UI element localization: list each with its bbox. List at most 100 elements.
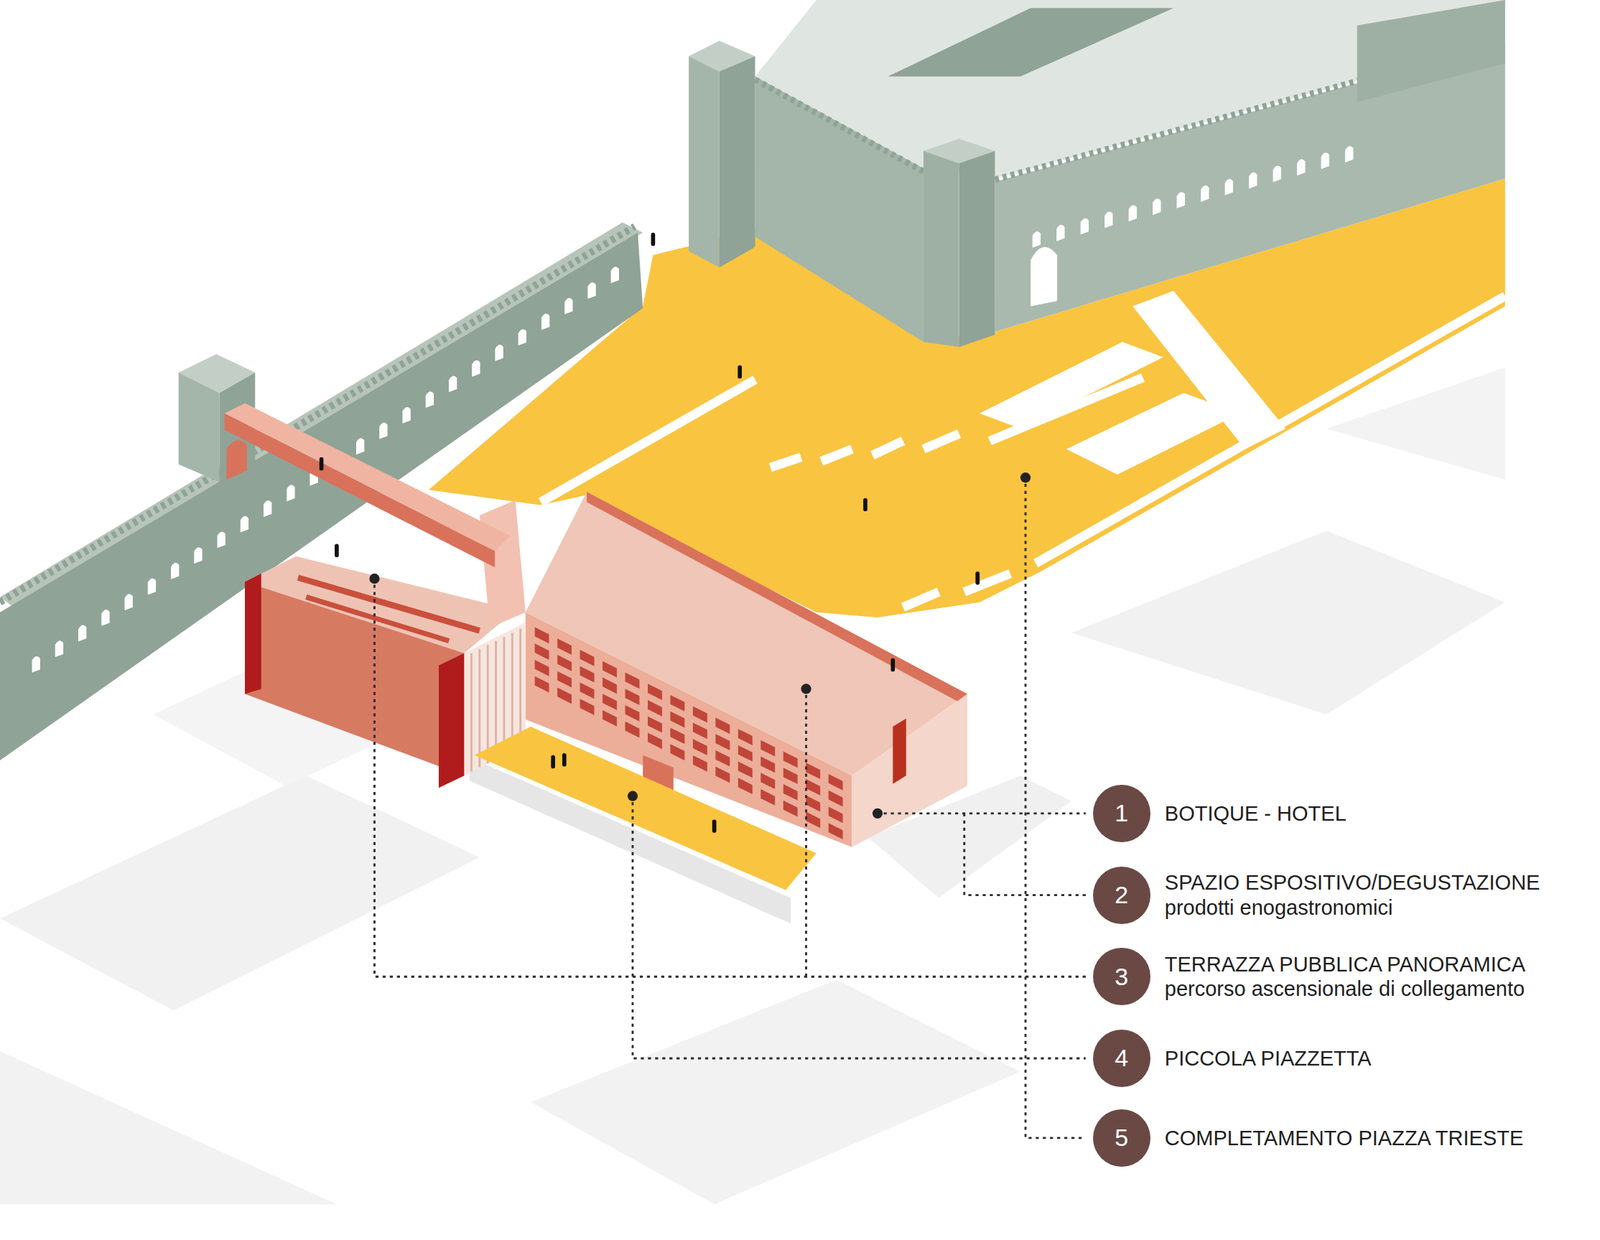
- facade-windows-part: [647, 732, 663, 750]
- city-walls-part: [994, 43, 1505, 332]
- city-blocks-part: [530, 980, 1021, 1206]
- facade-windows-part: [783, 751, 798, 769]
- callout-subtitle: percorso ascensionale di collegamento: [1164, 976, 1526, 1002]
- facade-windows-part: [625, 672, 640, 689]
- wall-arches-part: [263, 500, 272, 518]
- facade-windows-part: [535, 676, 550, 693]
- callout-number: 5: [1092, 1109, 1151, 1167]
- people-figures: [319, 232, 980, 834]
- wall-arches-part: [170, 563, 179, 580]
- callout-item: 3 TERRAZZA PUBBLICA PANORAMICApercorso as…: [1092, 947, 1526, 1006]
- leader-lines-part: [1025, 484, 1086, 1139]
- callout-number: 3: [1092, 947, 1151, 1006]
- facade-windows-part: [557, 638, 572, 655]
- wall-arches-part: [147, 578, 156, 596]
- callout-text-column: TERRAZZA PUBBLICA PANORAMICApercorso asc…: [1164, 952, 1526, 1002]
- facade-windows-part: [625, 721, 640, 739]
- wall-arches-part: [216, 531, 225, 548]
- facade-windows-part: [602, 661, 617, 678]
- facade-windows-part: [670, 727, 685, 744]
- hotel-building-part: [892, 718, 906, 785]
- callout-number: 4: [1092, 1029, 1151, 1088]
- wall-arches-part: [1152, 198, 1161, 216]
- piazza-trieste-part: [964, 573, 1011, 593]
- facade-windows-part: [715, 733, 730, 751]
- people-figures-part: [562, 753, 567, 767]
- facade-windows-part: [738, 761, 753, 779]
- facade-windows-part: [602, 677, 617, 694]
- facade-strips-part: [470, 653, 473, 772]
- piazza-trieste-part: [903, 591, 940, 607]
- city-walls-part: [887, 7, 1174, 77]
- wall-arches-part: [448, 375, 457, 393]
- callout-number: 1: [1092, 784, 1151, 843]
- hotel-building-part: [851, 694, 968, 848]
- callout-subtitle: prodotti enogastronomici: [1164, 895, 1541, 920]
- leader-dots-part: [369, 573, 380, 584]
- wall-arches-part: [356, 438, 365, 455]
- facade-windows-part: [783, 767, 798, 785]
- facade-windows-part: [535, 627, 550, 645]
- facade-windows-part: [760, 772, 775, 790]
- wall-arches-part: [611, 267, 620, 284]
- leader-lines: [374, 484, 1086, 1139]
- wall-arches-part: [1225, 178, 1234, 196]
- leader-lines-part: [374, 584, 1086, 977]
- callout-heading: PICCOLA PIAZZETTA: [1164, 1046, 1372, 1071]
- city-walls-part: [754, 79, 923, 172]
- hotel-building-part: [224, 413, 496, 569]
- piazza-trieste-part: [872, 440, 904, 456]
- callout-text-column: BOTIQUE - HOTEL: [1164, 801, 1347, 826]
- piazza-trieste-part: [1132, 290, 1286, 449]
- facade-windows-part: [692, 755, 708, 772]
- city-walls-part: [226, 440, 247, 480]
- facade-windows-part: [760, 789, 775, 806]
- city-walls-part: [959, 150, 996, 347]
- facade-windows-part: [557, 654, 572, 672]
- facade-windows-part: [715, 750, 730, 767]
- people-figures-part: [863, 498, 868, 512]
- people-figures-part: [334, 544, 339, 558]
- hotel-building-part: [244, 581, 464, 776]
- piazza-trieste-part: [821, 448, 853, 462]
- facade-windows-part: [783, 784, 798, 801]
- piazza-trieste-part: [770, 457, 802, 468]
- wall-arches-part: [32, 656, 41, 673]
- wall-arches-part: [1321, 152, 1330, 170]
- piazzetta: [474, 726, 817, 890]
- city-blocks-part: [0, 1051, 337, 1205]
- facade-windows-part: [738, 745, 753, 762]
- facade-windows-part: [647, 700, 663, 717]
- facade-windows-part: [557, 687, 572, 704]
- city-blocks-part: [0, 775, 480, 1011]
- hotel-building-part: [438, 653, 465, 789]
- wall-arches-part: [1177, 191, 1185, 209]
- leader-dots: [369, 472, 1031, 819]
- piazzetta-part: [474, 726, 817, 890]
- facade-windows-part: [670, 695, 685, 712]
- facade-strips-part: [494, 641, 497, 760]
- facade-windows-part: [692, 722, 708, 739]
- wall-arches-part: [587, 282, 596, 299]
- leader-dots-part: [627, 791, 638, 802]
- facade-windows-part: [580, 649, 595, 667]
- wall-arches-part: [1104, 211, 1113, 229]
- wall-arches-part: [193, 547, 202, 564]
- facade-windows-part: [828, 774, 844, 791]
- wall-arches-part: [518, 328, 527, 346]
- piazza-trieste-part: [923, 433, 960, 449]
- wall-arches-part: [1056, 224, 1065, 242]
- callout-item: 4 PICCOLA PIAZZETTA: [1092, 1029, 1372, 1088]
- wall-arches-part: [286, 484, 295, 502]
- wall-arches-part: [1128, 205, 1137, 222]
- wall-arches-part: [494, 344, 503, 362]
- wall-arches-part: [1248, 172, 1257, 189]
- leader-lines-part: [964, 813, 1086, 896]
- callout-text-column: COMPLETAMENTO PIAZZA TRIESTE: [1164, 1126, 1524, 1151]
- callout-number: 2: [1092, 866, 1151, 925]
- callout-item: 5 COMPLETAMENTO PIAZZA TRIESTE: [1092, 1109, 1524, 1167]
- wall-arches-part: [1080, 218, 1089, 235]
- city-walls-part: [1357, 0, 1506, 102]
- facade-windows-part: [535, 659, 550, 677]
